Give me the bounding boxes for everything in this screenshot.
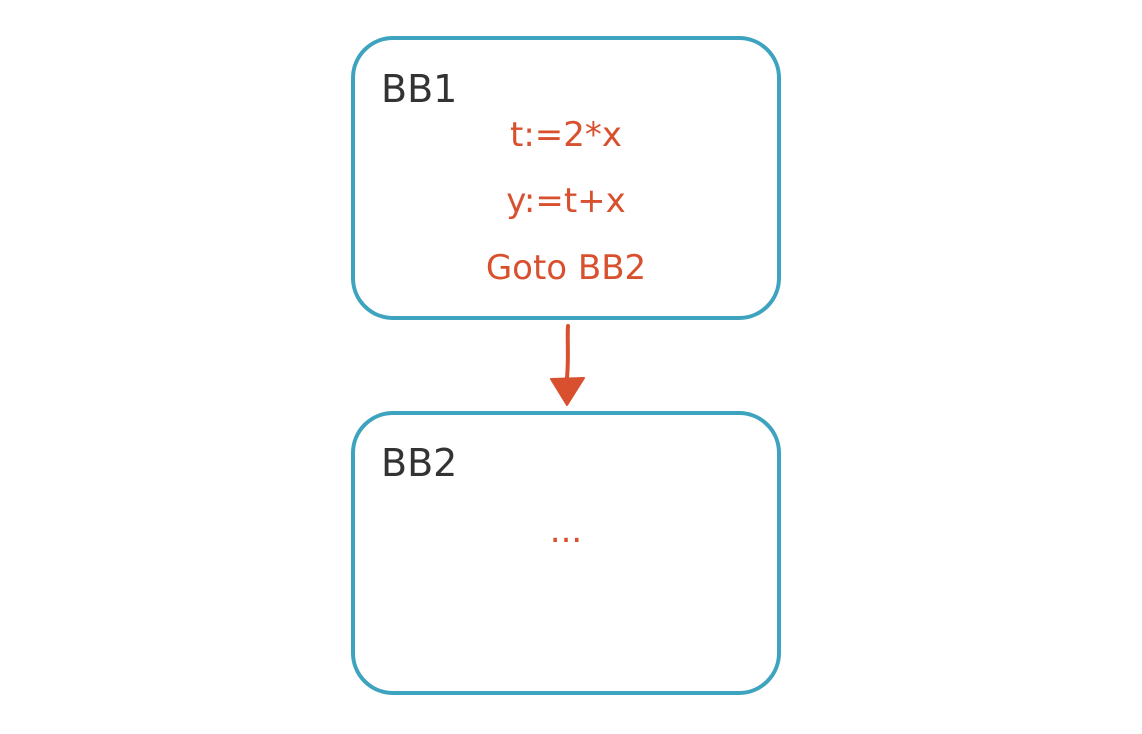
bb1-code-line-2: y:=t+x — [506, 181, 626, 221]
edge-arrow-head — [550, 377, 585, 406]
bb2-border — [351, 411, 781, 695]
bb1-border — [351, 36, 781, 320]
bb1-code-line-3: Goto BB2 — [486, 248, 646, 288]
bb1-code-line-1: t:=2*x — [510, 115, 622, 155]
edge-bb1-to-bb2 — [550, 324, 585, 406]
bb2-code-line-1: ... — [550, 511, 582, 551]
edge-arrow-shaft — [565, 324, 570, 380]
basic-block-bb1: BB1 t:=2*x y:=t+x Goto BB2 — [351, 36, 781, 320]
bb1-title: BB1 — [381, 67, 457, 111]
bb2-title: BB2 — [381, 441, 457, 485]
basic-block-bb2: BB2 ... — [351, 411, 781, 695]
